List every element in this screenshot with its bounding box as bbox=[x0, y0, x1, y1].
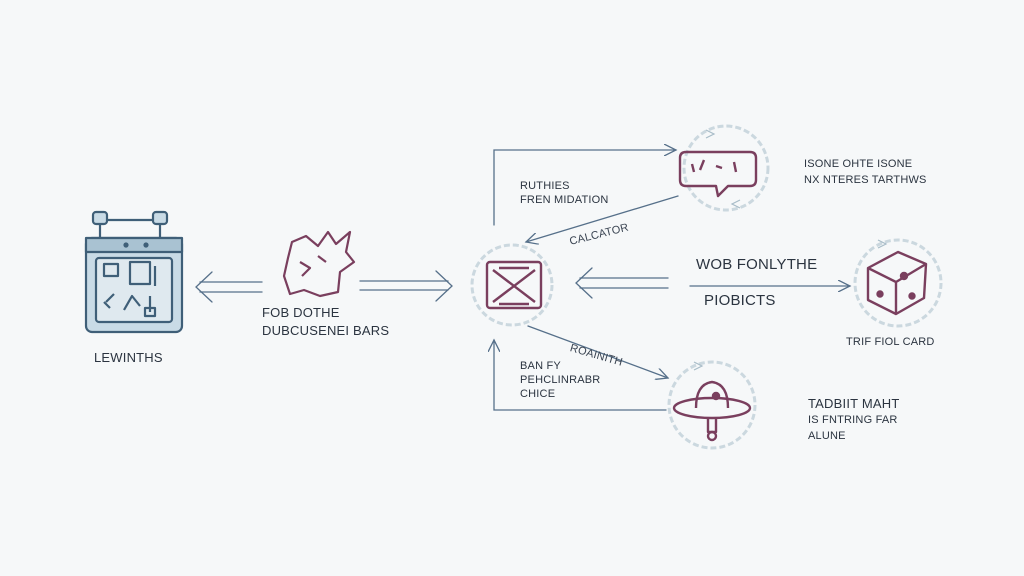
arrow-fragment-to-hub bbox=[359, 270, 453, 302]
lower-note-line2: PEHCLINRABR bbox=[520, 374, 601, 386]
arrow-bottom-bracket-to-hub bbox=[494, 340, 667, 411]
arrow-fragment-to-machine bbox=[195, 271, 263, 303]
lower-note-line1: BAN FY bbox=[520, 360, 561, 372]
machine-label: LEWINTHS bbox=[94, 350, 163, 365]
beacon-halo bbox=[667, 360, 757, 450]
arrow-top-bracket-to-chat bbox=[493, 150, 676, 226]
cube-halo bbox=[853, 238, 943, 328]
chat-halo bbox=[682, 124, 770, 212]
beacon-label-line2: IS FNTRING FAR bbox=[808, 414, 898, 426]
cube-icon bbox=[866, 250, 928, 316]
middle-label-line1: WOB FONLYTHE bbox=[696, 256, 818, 273]
chat-label-line2: NX NTERES TARTHWS bbox=[804, 174, 927, 186]
toolbox-machine-icon bbox=[84, 210, 184, 334]
speech-bubble-icon bbox=[678, 150, 758, 198]
arrow-middle-to-hub bbox=[575, 267, 669, 299]
fragment-label-line1: FOB DOTHE bbox=[262, 305, 340, 320]
upper-note-line1: RUTHIES bbox=[520, 180, 570, 192]
arrow-hub-to-beacon bbox=[527, 325, 668, 378]
fragment-label-line2: DUBCUSENEI BARS bbox=[262, 323, 390, 338]
broken-fragment-icon bbox=[282, 230, 356, 298]
chat-label-line1: ISONE OHTE ISONE bbox=[804, 158, 913, 170]
hub-halo bbox=[470, 243, 554, 327]
cube-label: TRIF FIOL CARD bbox=[846, 336, 935, 348]
middle-label-line2: PIOBICTS bbox=[704, 292, 776, 309]
beacon-label-line3: ALUNE bbox=[808, 430, 846, 442]
beacon-label-line1: TADBIIT MAHT bbox=[808, 396, 900, 411]
lower-note-line3: CHICE bbox=[520, 388, 556, 400]
upper-note-line2: FREN MIDATION bbox=[520, 194, 609, 206]
arrow-chat-to-hub bbox=[526, 195, 679, 242]
crossed-box-icon bbox=[485, 260, 543, 310]
ring-beacon-icon bbox=[672, 380, 752, 442]
